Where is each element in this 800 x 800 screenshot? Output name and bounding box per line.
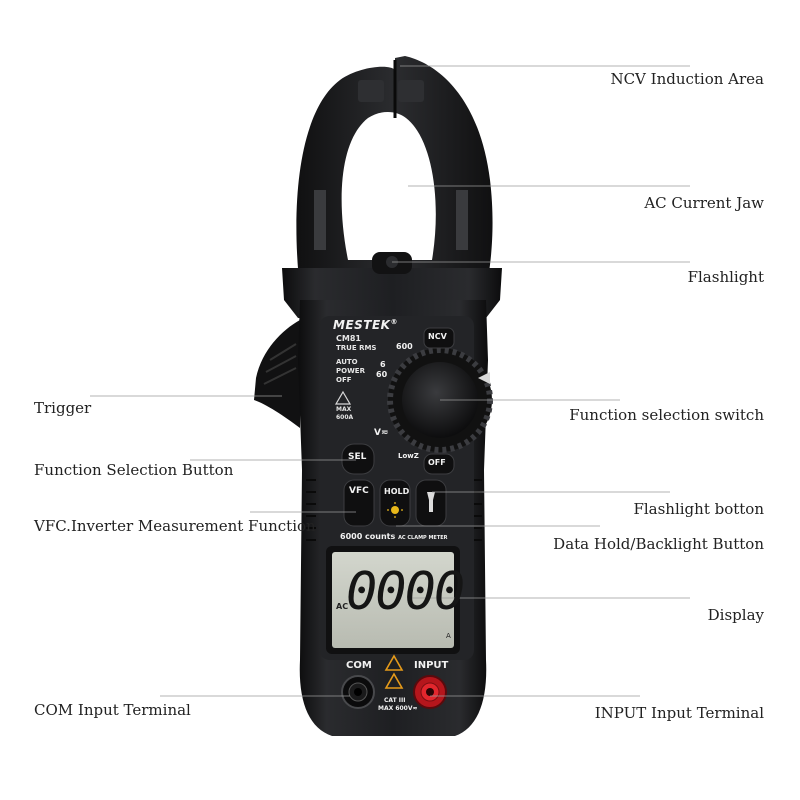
ncv-badge — [423, 327, 455, 349]
auto-power-1: AUTO — [336, 358, 358, 366]
warning-icon-2 — [384, 672, 404, 689]
off-button — [423, 453, 455, 475]
dial-v-label: V≂ — [374, 428, 389, 438]
max-label: MAX — [336, 406, 352, 413]
dial-600-label: 600 — [396, 342, 413, 351]
label-display: Display — [707, 606, 764, 624]
label-ncv: NCV Induction Area — [610, 70, 764, 88]
label-hold-backlight: Data Hold/Backlight Button — [553, 535, 764, 553]
lcd-unit-indicator: A — [446, 632, 451, 640]
leader-lines — [90, 65, 690, 697]
label-sel-button: Function Selection Button — [34, 461, 234, 479]
lcd-screen — [332, 552, 454, 648]
max-warning-icon — [334, 390, 352, 405]
auto-power-2: POWER — [336, 367, 365, 375]
label-input-terminal: INPUT Input Terminal — [594, 704, 764, 722]
hold-button-label[interactable]: HOLD — [384, 487, 410, 496]
brand-logo: MESTEK — [333, 318, 391, 332]
warning-icon — [384, 654, 404, 671]
lcd-ac-indicator: AC — [336, 602, 349, 611]
label-flashlight: Flashlight — [687, 268, 764, 286]
registered-mark: ® — [390, 318, 398, 326]
lcd-digits: 0000 — [346, 562, 465, 622]
true-rms-label: TRUE RMS — [336, 344, 377, 352]
jaw-opening — [341, 112, 436, 260]
vfc-button — [343, 479, 375, 527]
flashlight-icon — [427, 492, 435, 512]
max-voltage-label: MAX 600V≂ — [378, 705, 418, 712]
label-vfc: VFC.Inverter Measurement Function — [34, 517, 316, 535]
clamp-meter-label: AC CLAMP METER — [398, 535, 448, 541]
label-trigger: Trigger — [34, 399, 92, 417]
dial-lowz-label: LowZ — [398, 452, 419, 460]
model-label: CM81 — [336, 334, 361, 343]
backlight-icon — [391, 506, 399, 514]
sel-button — [341, 443, 375, 475]
vfc-button-label[interactable]: VFC — [349, 486, 369, 496]
off-button-label[interactable]: OFF — [428, 458, 446, 467]
grip-ribs — [306, 479, 482, 541]
max-600a-label: 600A — [336, 414, 354, 421]
label-function-switch: Function selection switch — [569, 406, 764, 424]
label-ac-jaw: AC Current Jaw — [644, 194, 764, 212]
com-label: COM — [346, 660, 372, 671]
cat-label: CAT III — [384, 697, 406, 704]
label-com-terminal: COM Input Terminal — [34, 701, 191, 719]
label-flashlight-button: Flashlight botton — [633, 500, 764, 518]
dial-60-label: 60 — [376, 370, 388, 379]
counts-label: 6000 counts — [340, 532, 396, 541]
trigger — [254, 320, 300, 428]
dial-ncv-label: NCV — [428, 332, 447, 341]
auto-power-3: OFF — [336, 376, 352, 384]
dial-6-label: 6 — [380, 360, 386, 369]
sel-button-label[interactable]: SEL — [348, 452, 367, 462]
input-label: INPUT — [414, 660, 449, 671]
